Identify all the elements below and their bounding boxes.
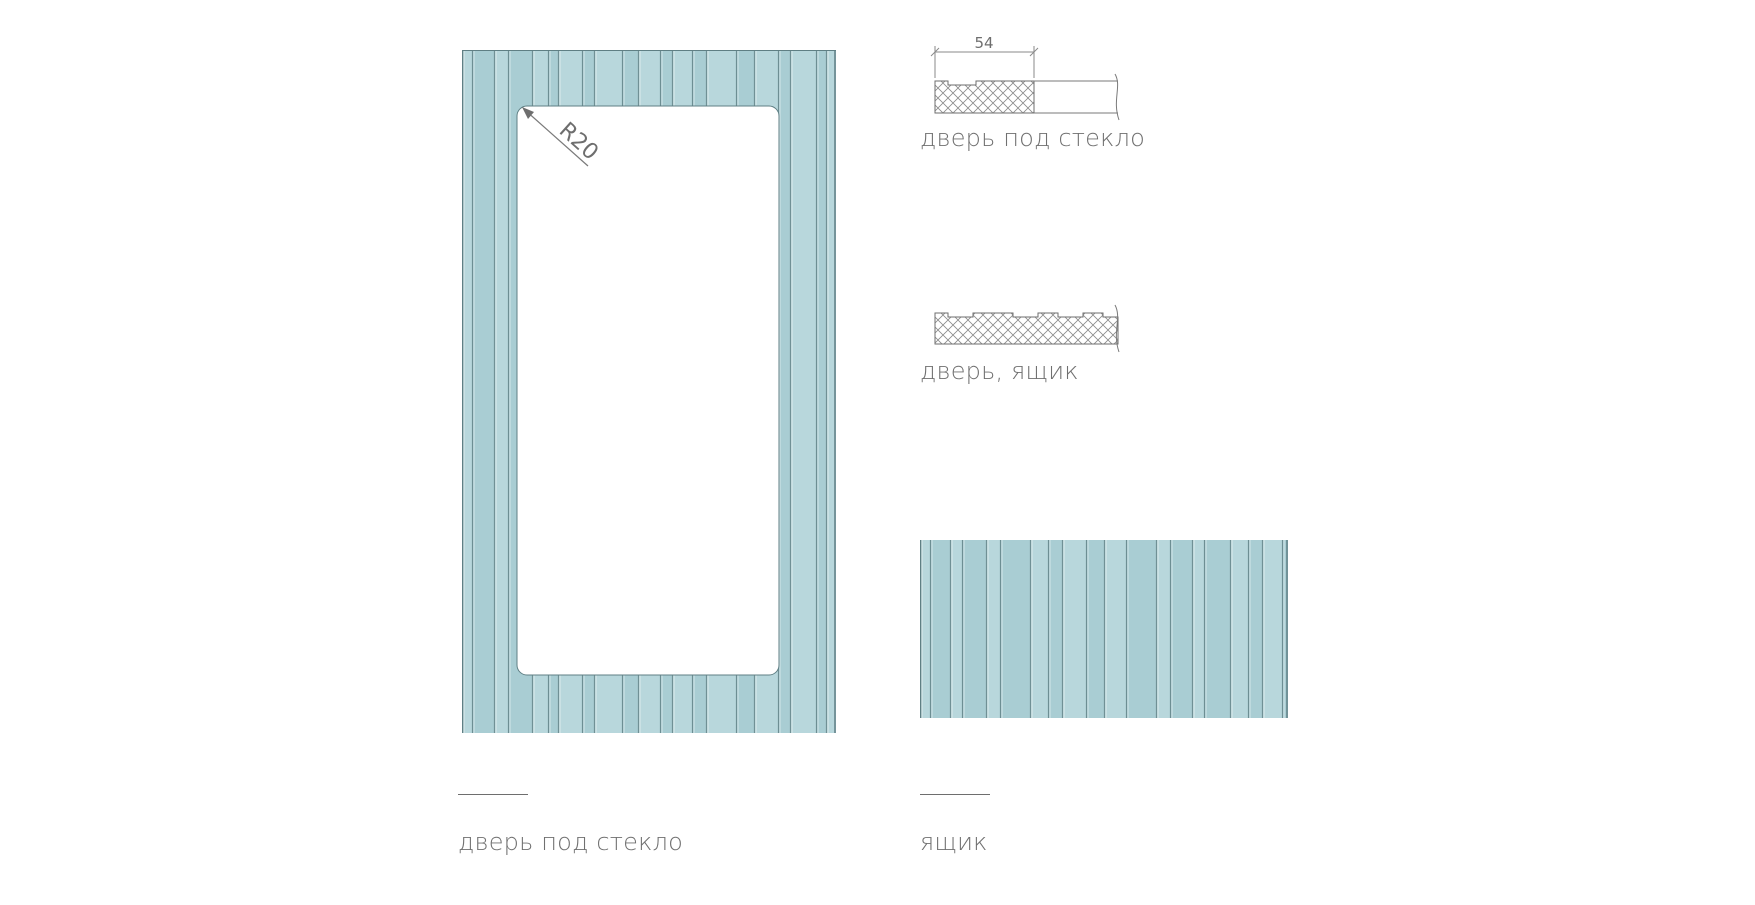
- drawer-caption: ящик: [920, 828, 988, 856]
- profile-glass-hatched-section: [934, 80, 1035, 114]
- drawer-front: [920, 540, 1288, 718]
- rib: [1103, 540, 1126, 718]
- rib: [1203, 540, 1230, 718]
- profile-solid-section: [934, 304, 1120, 353]
- rib: [961, 540, 986, 718]
- profile-glass-section: 54: [930, 34, 1120, 121]
- rib: [1085, 540, 1104, 718]
- rib: [825, 50, 836, 733]
- rib: [999, 540, 1030, 718]
- rib: [1191, 540, 1204, 718]
- profile-solid-caption: дверь, ящик: [920, 357, 1079, 385]
- caption-rule-right: [920, 794, 990, 795]
- rib: [471, 50, 494, 733]
- rib: [920, 540, 930, 718]
- glass-opening: [516, 105, 780, 676]
- rib: [493, 50, 508, 733]
- rib: [1261, 540, 1282, 718]
- rib: [985, 540, 1000, 718]
- rib: [1047, 540, 1062, 718]
- rib: [1229, 540, 1248, 718]
- rib: [1169, 540, 1192, 718]
- rib: [949, 540, 962, 718]
- rib: [815, 50, 826, 733]
- rib: [1125, 540, 1156, 718]
- arrow-head-icon: [522, 107, 534, 119]
- door-glass-caption: дверь под стекло: [458, 828, 683, 856]
- door-glass-frame: [462, 50, 836, 733]
- radius-leader-line: [524, 109, 589, 167]
- rib: [1281, 540, 1288, 718]
- rib: [929, 540, 950, 718]
- radius-annotation: R20: [522, 107, 600, 167]
- break-line-icon: [1114, 73, 1120, 121]
- radius-label: R20: [554, 118, 600, 166]
- break-line-icon: [1114, 304, 1120, 353]
- rib: [1247, 540, 1262, 718]
- rib: [789, 50, 816, 733]
- door-glass-frame-drawing: [462, 50, 836, 733]
- rib: [1061, 540, 1086, 718]
- rib: [777, 50, 790, 733]
- caption-rule-left: [458, 794, 528, 795]
- rib: [1155, 540, 1170, 718]
- dimension-tick-icon: [930, 47, 940, 57]
- rib: [462, 50, 472, 733]
- rib: [1029, 540, 1048, 718]
- profile-solid-hatched-section: [934, 312, 1119, 345]
- dimension-tick-icon: [1029, 47, 1039, 57]
- drawer-front-drawing: [920, 540, 1288, 718]
- profile-glass-caption: дверь под стекло: [920, 124, 1145, 152]
- dimension-label: 54: [974, 34, 993, 52]
